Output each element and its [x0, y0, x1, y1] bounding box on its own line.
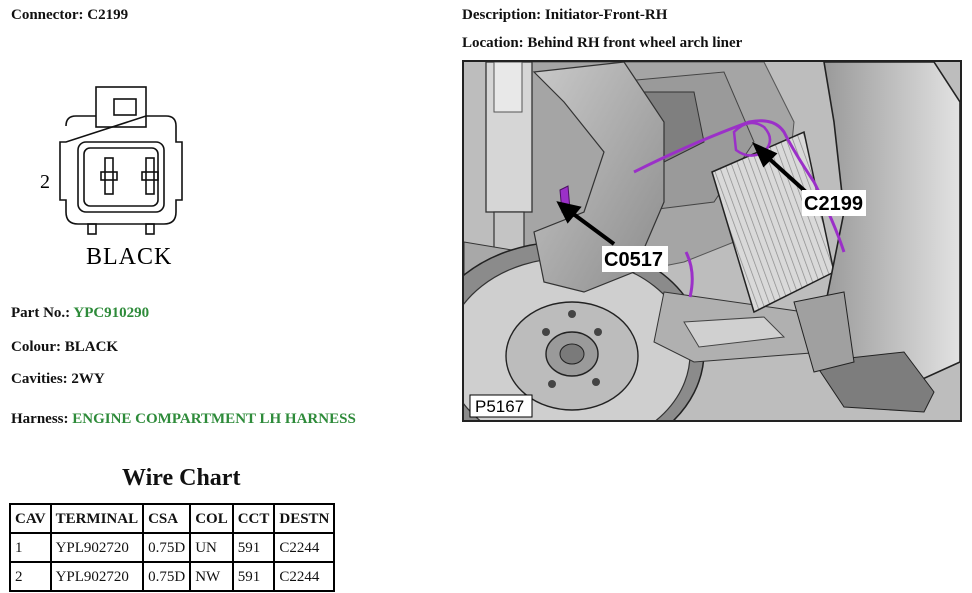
- wire-chart-table: CAV TERMINAL CSA COL CCT DESTN 1 YPL9027…: [9, 503, 336, 592]
- pin-2-label: 2: [40, 171, 50, 193]
- description-label: Description:: [462, 7, 542, 23]
- cell-col: UN: [189, 532, 234, 563]
- cell-cct: 591: [231, 532, 276, 563]
- table-row: 2 YPL902720 0.75D NW 591 C2244: [9, 561, 336, 592]
- cell-terminal: YPL902720: [49, 561, 145, 592]
- harness-info: Harness: ENGINE COMPARTMENT LH HARNESS: [11, 411, 356, 428]
- part-number-label: Part No.:: [11, 305, 71, 321]
- table-row: 1 YPL902720 0.75D UN 591 C2244: [9, 532, 336, 563]
- cell-terminal: YPL902720: [49, 532, 145, 563]
- colour-value: BLACK: [64, 339, 119, 355]
- header-cct: CCT: [231, 503, 276, 534]
- table-header-row: CAV TERMINAL CSA COL CCT DESTN: [9, 503, 336, 534]
- cell-destn: C2244: [273, 561, 336, 592]
- connector-label: Connector:: [11, 7, 84, 23]
- description: Description: Initiator-Front-RH: [462, 7, 667, 24]
- wire-chart-title: Wire Chart: [122, 465, 241, 491]
- pinout-colour-label: BLACK: [86, 244, 172, 270]
- cell-destn: C2244: [273, 532, 336, 563]
- location-label: Location:: [462, 35, 524, 51]
- connector-title: Connector: C2199: [11, 7, 128, 24]
- connector-pinout-diagram: 2 1 BLACK: [36, 82, 224, 272]
- connector-value: C2199: [87, 7, 129, 23]
- cell-cct: 591: [231, 561, 276, 592]
- harness-link[interactable]: ENGINE COMPARTMENT LH HARNESS: [72, 411, 356, 427]
- cell-csa: 0.75D: [142, 532, 192, 563]
- cell-csa: 0.75D: [142, 561, 192, 592]
- cell-cav: 1: [9, 532, 52, 563]
- header-cav: CAV: [9, 503, 52, 534]
- header-terminal: TERMINAL: [49, 503, 145, 534]
- description-value: Initiator-Front-RH: [544, 7, 668, 23]
- location-value: Behind RH front wheel arch liner: [527, 35, 743, 51]
- cavities-label: Cavities:: [11, 371, 68, 387]
- header-col: COL: [189, 503, 234, 534]
- header-destn: DESTN: [273, 503, 336, 534]
- colour-label: Colour:: [11, 339, 61, 355]
- cavities-info: Cavities: 2WY: [11, 371, 105, 388]
- location: Location: Behind RH front wheel arch lin…: [462, 35, 742, 52]
- photo-ref-code: P5167: [475, 397, 524, 416]
- cell-cav: 2: [9, 561, 52, 592]
- cell-col: NW: [189, 561, 234, 592]
- cavities-value: 2WY: [71, 371, 105, 387]
- location-illustration: C2199 C0517 P5167: [462, 60, 962, 422]
- harness-label: Harness:: [11, 411, 69, 427]
- part-number-link[interactable]: YPC910290: [73, 305, 150, 321]
- colour-info: Colour: BLACK: [11, 339, 118, 356]
- callout-c0517: C0517: [604, 249, 663, 271]
- callout-c2199: C2199: [804, 193, 863, 215]
- header-csa: CSA: [142, 503, 192, 534]
- part-number: Part No.: YPC910290: [11, 305, 149, 322]
